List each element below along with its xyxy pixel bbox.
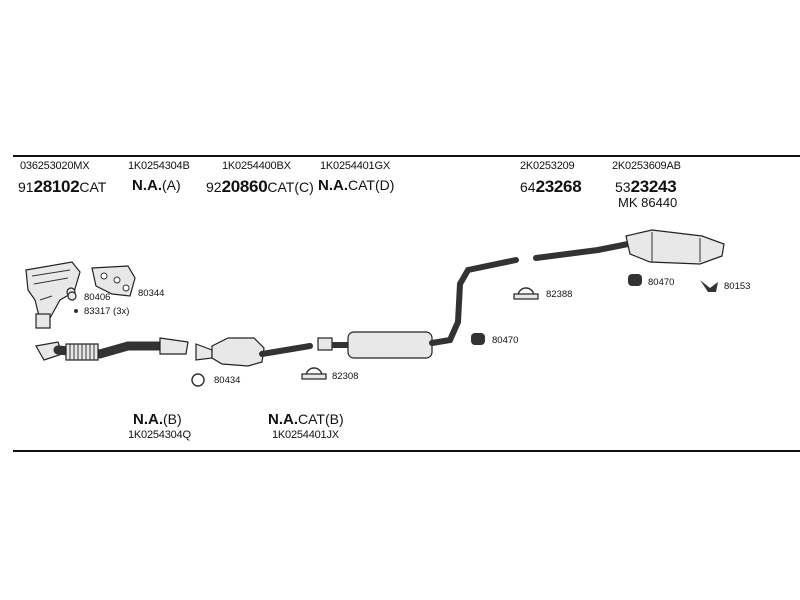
label-bolts: 83317 (3x) [84,306,130,317]
ref-suffix: CAT(B) [298,411,344,427]
ref-na: N.A. [132,177,162,194]
label-hanger-2: 80470 [648,277,675,288]
ref-number: 28102 [33,177,80,196]
footer-code-2: 1K0254401JX [272,429,339,441]
ref-number: 20860 [221,177,268,196]
bolt-dot [74,309,78,313]
ref-suffix: CAT(C) [267,179,314,195]
bottom-divider [13,450,800,452]
header-ref-6: 5323243 [615,177,677,196]
label-clamp-2: 82388 [546,289,573,300]
label-hanger-3: 80153 [724,281,751,292]
top-divider [13,155,800,157]
middle-muffler [317,257,519,359]
header-code-3: 1K0254400BX [222,160,291,172]
front-pipe [35,337,189,361]
ref-prefix: MK [618,195,638,210]
rear-pipe [533,241,631,261]
footer-ref-1: N.A.(B) [133,412,182,427]
ref-number: 23268 [535,177,582,196]
header-code-4: 1K0254401GX [320,160,390,172]
header-ref-1: 9128102CAT [18,178,106,195]
label-hanger-1: 80470 [492,335,519,346]
ref-prefix: 92 [206,179,222,195]
header-ref-5: 6423268 [520,177,582,196]
label-clamp-1: 82308 [332,371,359,382]
header-code-2: 1K0254304B [128,160,190,172]
header-code-5: 2K0253209 [520,160,575,172]
ref-na: N.A. [318,177,348,194]
footer-ref-2: N.A.CAT(B) [268,412,344,427]
catalytic-converter [195,337,313,367]
ref-suffix: CAT(D) [348,177,395,193]
ref-number: 86440 [641,195,678,210]
ref-prefix: 91 [18,179,34,195]
label-ring: 80434 [214,375,241,386]
header-code-6: 2K0253609AB [612,160,681,172]
footer-code-1: 1K0254304Q [128,429,191,441]
ref-suffix: (A) [162,177,181,193]
ref-number: 23243 [630,177,677,196]
ref-prefix: 53 [615,179,631,195]
header-code-1: 036253020MX [20,160,90,172]
rear-muffler [625,229,725,265]
seal-ring [191,373,205,387]
manifold-gasket [91,265,136,297]
ref-suffix: (B) [163,411,182,427]
header-ref-2: N.A.(A) [132,178,181,193]
label-gasket-1: 80406 [84,292,111,303]
header-ref-3: 9220860CAT(C) [206,178,314,195]
header-ref-4: N.A.CAT(D) [318,178,394,193]
pipe-clamp [513,287,539,300]
ref-prefix: 64 [520,179,536,195]
hanger-bracket [700,280,718,292]
label-gasket-2: 80344 [138,288,165,299]
pipe-clamp [301,367,327,380]
gasket-ring [67,291,77,301]
rubber-hanger [628,274,642,286]
rubber-hanger [471,333,485,345]
ref-na: N.A. [268,411,298,428]
header-ref-extra: MK 86440 [618,196,677,209]
ref-suffix: CAT [79,179,107,195]
ref-na: N.A. [133,411,163,428]
